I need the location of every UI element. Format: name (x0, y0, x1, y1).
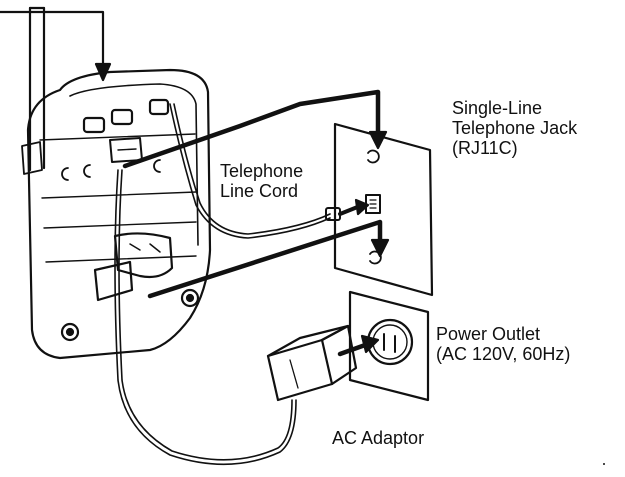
mounting-arrow-bottom (147, 219, 390, 299)
telephone-line-cord (169, 103, 370, 239)
label-ac-adaptor: AC Adaptor (332, 428, 425, 448)
label-power-outlet: Power Outlet (AC 120V, 60Hz) (436, 324, 571, 364)
adaptor-cord (114, 169, 297, 466)
antenna (28, 6, 46, 172)
label-single-line-jack: Single-Line Telephone Jack (RJ11C) (452, 98, 578, 158)
ac-adaptor (266, 324, 358, 402)
plug-arrow (337, 334, 380, 357)
base-unit (21, 68, 212, 360)
label-telephone-line-cord: Telephone Line Cord (220, 161, 304, 201)
mounting-arrow-top (122, 89, 388, 169)
stray-dot (603, 463, 605, 465)
antenna-arrow (0, 10, 112, 82)
